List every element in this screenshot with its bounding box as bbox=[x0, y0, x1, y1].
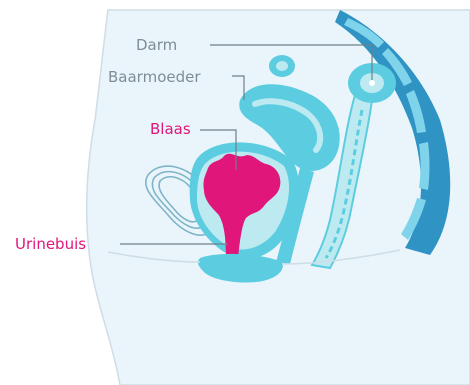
label-baarmoeder: Baarmoeder bbox=[108, 68, 201, 86]
label-blaas: Blaas bbox=[150, 120, 191, 138]
darm-dot bbox=[369, 80, 375, 86]
label-urinebuis: Urinebuis bbox=[15, 235, 86, 253]
label-darm: Darm bbox=[136, 36, 177, 54]
tube-loop-inner bbox=[276, 61, 288, 71]
